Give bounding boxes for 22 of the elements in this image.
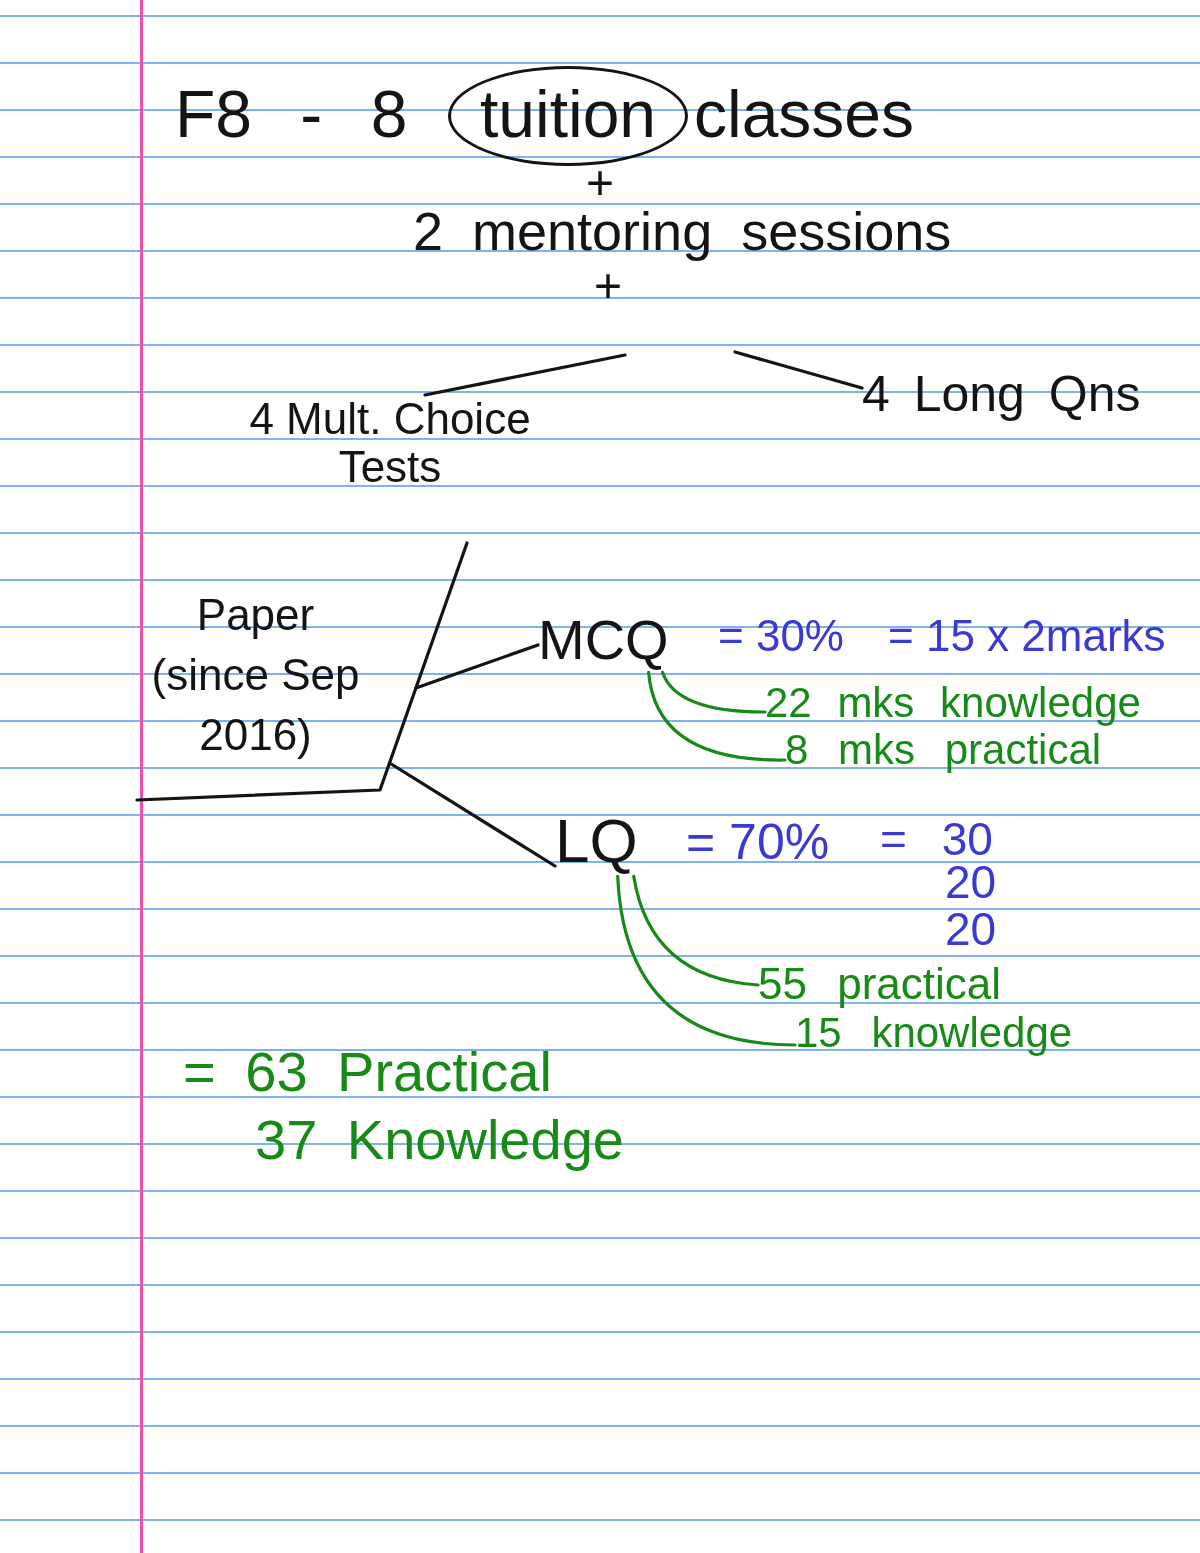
note-text: 4 Long Qns [862, 366, 1141, 424]
connector-line [632, 874, 760, 987]
note-text: 15 knowledge [795, 1009, 1073, 1058]
note-text: 55 practical [758, 959, 1001, 1010]
connector-line [387, 761, 557, 868]
note-text: 22 mks knowledge [765, 679, 1141, 728]
note-text: classes [694, 77, 915, 153]
connector-line [661, 670, 767, 714]
connector-line [733, 350, 864, 390]
note-text: LQ [555, 805, 638, 877]
note-text: MCQ [538, 608, 669, 673]
note-text: 8 mks practical [785, 726, 1102, 775]
note-heading: Paper (since Sep 2016) [150, 589, 361, 761]
connector-line [423, 353, 627, 397]
note-text: F8 - 8 [175, 77, 408, 153]
connector-line [647, 670, 787, 762]
note-text: = 63 Practical [183, 1040, 552, 1105]
note-text: 4 Mult. Choice Tests [240, 395, 540, 491]
connector-line [414, 643, 540, 690]
annotation-text: = 70% [686, 814, 830, 872]
circled-word: tuition [448, 66, 688, 166]
connector-line [616, 874, 797, 1047]
